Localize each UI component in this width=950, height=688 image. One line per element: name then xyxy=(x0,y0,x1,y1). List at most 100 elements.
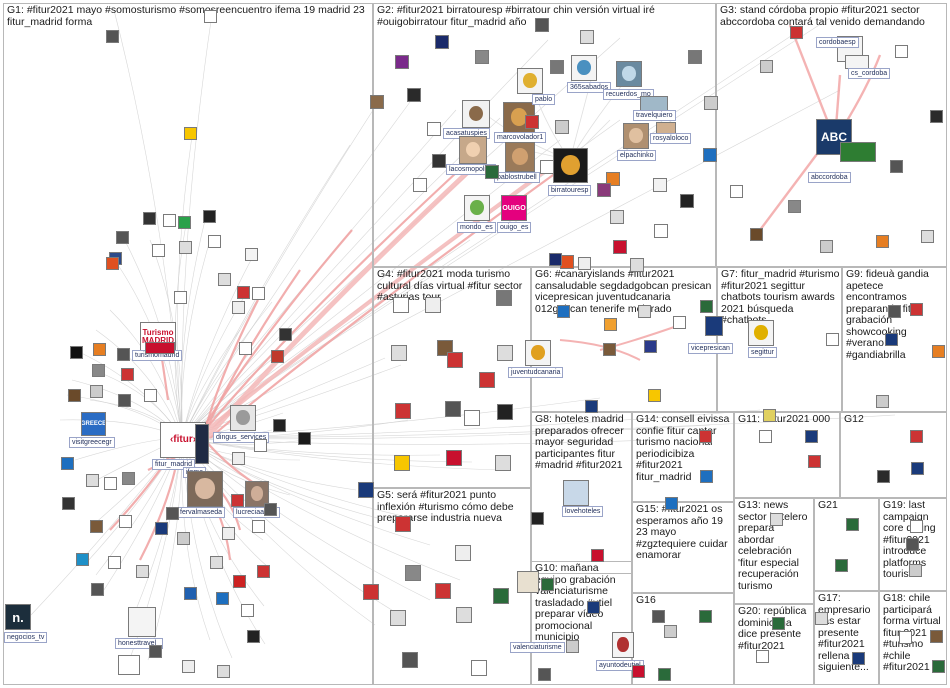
node-segittur[interactable] xyxy=(748,320,774,346)
node-dingus_services[interactable] xyxy=(230,405,256,431)
node-g2-account-22[interactable] xyxy=(630,258,644,272)
node-g2-account-17[interactable] xyxy=(560,255,574,269)
node-g45-account-24[interactable] xyxy=(405,565,421,581)
node-g3-account-2[interactable] xyxy=(895,45,908,58)
node-account-35[interactable] xyxy=(61,457,74,470)
node-acasatuspies[interactable] xyxy=(462,100,490,128)
node-fervalmaseda[interactable] xyxy=(187,471,223,507)
node-account-42[interactable] xyxy=(155,522,168,535)
node-g3-account-0[interactable] xyxy=(790,26,803,39)
node-birratouresp[interactable] xyxy=(553,148,588,183)
node-ifema[interactable] xyxy=(195,424,209,464)
node-ayuntamiento[interactable] xyxy=(612,632,634,658)
node-account-59[interactable] xyxy=(182,660,195,673)
node-g45-account-5[interactable] xyxy=(447,352,463,368)
node-g45-account-3[interactable] xyxy=(391,345,407,361)
node-account-47[interactable] xyxy=(76,553,89,566)
node-g-account-30[interactable] xyxy=(772,617,785,630)
node-g3-account-7[interactable] xyxy=(876,235,889,248)
node-g3-account-8[interactable] xyxy=(921,230,934,243)
node-g-account-43[interactable] xyxy=(658,668,671,681)
node-g3-account-5[interactable] xyxy=(788,200,801,213)
node-account-10[interactable] xyxy=(152,244,165,257)
node-account-0[interactable] xyxy=(106,30,119,43)
node-account-22[interactable] xyxy=(70,346,83,359)
node-g2-account-3[interactable] xyxy=(370,95,384,109)
node-g-account-16[interactable] xyxy=(911,462,924,475)
node-g-account-44[interactable] xyxy=(756,650,769,663)
node-g-account-18[interactable] xyxy=(846,518,859,531)
node-vicepresican[interactable] xyxy=(705,316,723,336)
node-g-account-29[interactable] xyxy=(699,610,712,623)
node-g-account-48[interactable] xyxy=(910,303,923,316)
node-g-account-20[interactable] xyxy=(906,538,919,551)
node-g-account-1[interactable] xyxy=(578,257,591,270)
node-g-account-25[interactable] xyxy=(699,430,712,443)
node-g-account-21[interactable] xyxy=(909,564,922,577)
node-g-account-31[interactable] xyxy=(815,612,828,625)
node-g2-account-4[interactable] xyxy=(432,154,446,168)
node-g-account-11[interactable] xyxy=(763,409,776,422)
node-g2-account-21[interactable] xyxy=(610,210,624,224)
node-g-account-32[interactable] xyxy=(852,652,865,665)
node-pablo[interactable] xyxy=(517,68,543,94)
node-g-account-6[interactable] xyxy=(673,316,686,329)
node-account-50[interactable] xyxy=(136,565,149,578)
node-g45-account-8[interactable] xyxy=(445,401,461,417)
node-g45-account-7[interactable] xyxy=(395,403,411,419)
node-g-account-9[interactable] xyxy=(638,305,651,318)
node-g-account-8[interactable] xyxy=(557,305,570,318)
node-g2-account-1[interactable] xyxy=(395,55,409,69)
node-g45-account-2[interactable] xyxy=(496,290,512,306)
node-g2-account-2[interactable] xyxy=(407,88,421,102)
node-lovehoteles[interactable] xyxy=(563,480,589,506)
node-account-41[interactable] xyxy=(119,515,132,528)
node-g-account-33[interactable] xyxy=(899,631,912,644)
node-g-account-39[interactable] xyxy=(541,578,554,591)
node-account-38[interactable] xyxy=(122,472,135,485)
node-account-5[interactable] xyxy=(178,216,191,229)
node-g2-account-24[interactable] xyxy=(555,120,569,134)
node-account-30[interactable] xyxy=(144,389,157,402)
node-account-13[interactable] xyxy=(245,248,258,261)
node-honesttravel_[interactable] xyxy=(128,607,156,637)
node-account-51[interactable] xyxy=(184,587,197,600)
node-g-account-37[interactable] xyxy=(587,601,600,614)
node-ouigo_es[interactable] xyxy=(501,195,527,221)
node-small-logo[interactable] xyxy=(118,655,140,675)
node-lucreciaaldao[interactable] xyxy=(245,481,269,507)
node-g-account-0[interactable] xyxy=(549,253,562,266)
node-g2-account-15[interactable] xyxy=(613,240,627,254)
node-cs_cordoba[interactable] xyxy=(845,55,869,69)
node-g2-account-23[interactable] xyxy=(540,160,554,174)
node-account-62[interactable] xyxy=(166,507,179,520)
node-lacosmopolilla[interactable] xyxy=(459,136,487,164)
node-account-16[interactable] xyxy=(174,291,187,304)
node-g3-account-1[interactable] xyxy=(760,60,773,73)
node-account-20[interactable] xyxy=(271,350,284,363)
node-g2-account-7[interactable] xyxy=(525,115,539,129)
node-g-account-46[interactable] xyxy=(876,395,889,408)
node-g45-account-0[interactable] xyxy=(393,297,409,313)
node-account-25[interactable] xyxy=(92,364,105,377)
node-negocios_tv[interactable] xyxy=(5,604,31,630)
node-account-23[interactable] xyxy=(93,343,106,356)
node-g-account-17[interactable] xyxy=(808,455,821,468)
node-g2-account-13[interactable] xyxy=(704,96,718,110)
node-account-34[interactable] xyxy=(232,452,245,465)
node-account-14[interactable] xyxy=(237,286,250,299)
node-g-account-47[interactable] xyxy=(932,345,945,358)
node-account-37[interactable] xyxy=(104,477,117,490)
node-account-12[interactable] xyxy=(208,235,221,248)
node-g3-account-3[interactable] xyxy=(930,110,943,123)
node-g2-account-0[interactable] xyxy=(435,35,449,49)
node-g2-account-6[interactable] xyxy=(485,165,499,179)
node-g45-account-17[interactable] xyxy=(435,583,451,599)
node-g3-account-9[interactable] xyxy=(820,240,833,253)
node-account-17[interactable] xyxy=(218,273,231,286)
node-g-account-45[interactable] xyxy=(885,333,898,346)
node-g45-account-14[interactable] xyxy=(464,410,480,426)
node-g45-account-1[interactable] xyxy=(425,297,441,313)
node-juventudcanaria[interactable] xyxy=(525,340,551,366)
node-g-account-22[interactable] xyxy=(835,559,848,572)
